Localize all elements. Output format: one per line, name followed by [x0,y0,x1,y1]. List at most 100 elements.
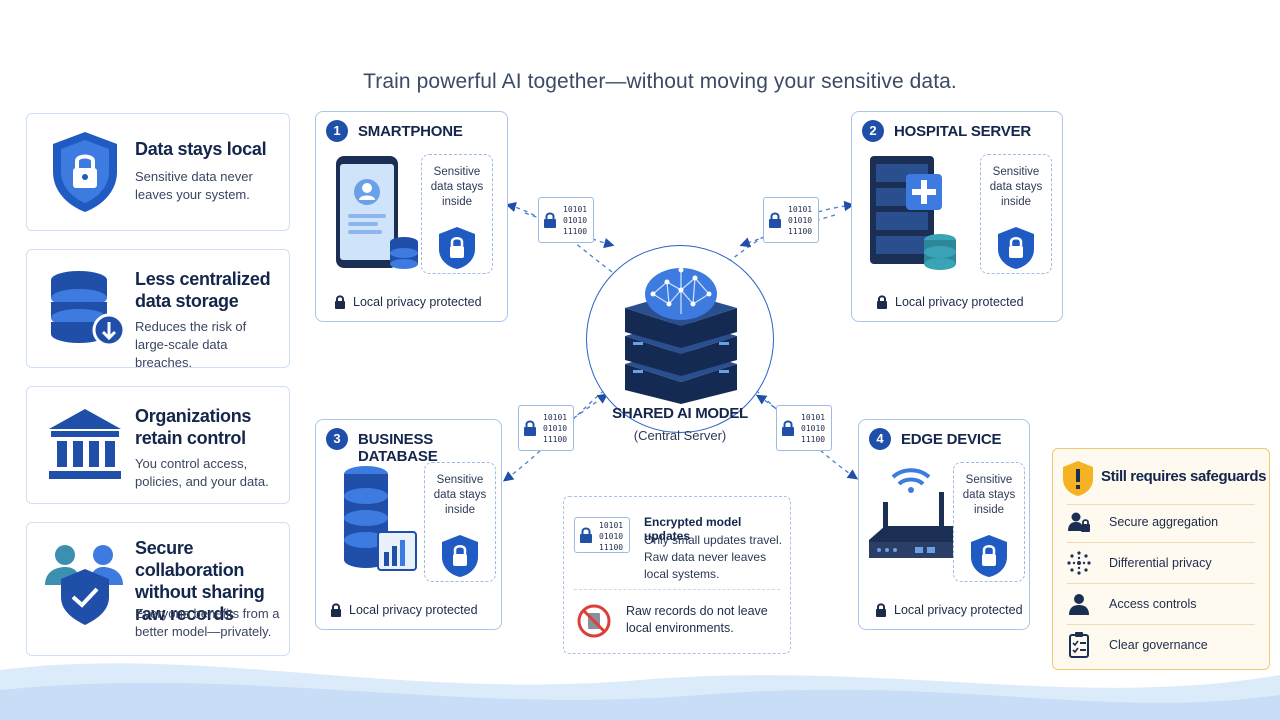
dotted-circle-icon [1067,551,1091,575]
binary-data: 10101 01010 11100 [563,205,588,236]
sensitive-data-box: Sensitive data stays inside [424,462,496,582]
lock-icon [580,527,592,543]
encrypted-updates-box: 10101 01010 11100 Encrypted model update… [563,496,791,654]
benefit-desc: Sensitive data never leaves your system. [135,169,253,202]
benefit-desc: Reduces the risk of large-scale data bre… [135,319,247,370]
divider [1067,542,1255,543]
privacy-label: Local privacy protected [353,295,482,309]
lock-icon [335,295,345,309]
sensitive-data-box: Sensitive data stays inside [980,154,1052,274]
privacy-status: Local privacy protected [330,603,478,617]
safeguard-label: Differential privacy [1109,556,1212,570]
sensitive-data-box: Sensitive data stays inside [421,154,493,274]
privacy-label: Local privacy protected [349,603,478,617]
privacy-status: Local privacy protected [334,295,482,309]
person-lock-icon [1068,512,1090,532]
shield-lock-icon [442,535,478,577]
no-records-icon [577,604,611,638]
checklist-icon [1069,632,1089,658]
database-download-icon [51,271,126,347]
router-icon [869,468,953,558]
business-database-icon [344,466,417,571]
binary-data: 10101 01010 11100 [543,413,568,444]
divider [574,589,780,590]
smartphone-icon [336,156,418,269]
node-number: 1 [326,120,348,142]
safeguard-label: Clear governance [1109,638,1208,652]
privacy-status: Local privacy protected [876,295,1024,309]
benefit-card-less-storage: Less centralized data storage Reduces th… [26,249,290,370]
safeguard-access-controls: Access controls [1067,584,1259,624]
node-hospital-server: 2 HOSPITAL SERVER Sensitive data stays i… [851,111,1063,322]
node-number: 3 [326,428,348,450]
central-server-circle [586,245,774,433]
benefit-card-data-local: Data stays local Sensitive data never le… [26,113,290,231]
node-number: 4 [869,428,891,450]
node-title: SMARTPHONE [358,123,463,140]
divider [1067,583,1255,584]
privacy-label: Local privacy protected [895,295,1024,309]
updates-desc: Only small updates travel. Raw data neve… [644,533,783,581]
node-number: 2 [862,120,884,142]
updates-title: Encrypted model updates [644,515,742,543]
safeguards-panel: Still requires safeguards Secure aggrega… [1052,448,1270,670]
node-smartphone: 1 SMARTPHONE Sensitive data stays inside… [315,111,508,322]
node-title: HOSPITAL SERVER [894,123,1032,140]
binary-data: 10101 01010 11100 [801,413,826,444]
node-title: BUSINESS DATABASE [358,431,438,465]
benefit-title: Secure collaboration without sharing raw… [135,538,265,624]
shield-lock-icon [53,132,117,212]
benefit-desc: You control access, policies, and your d… [135,456,269,489]
hospital-server-icon [870,156,956,270]
benefit-title: Less centralized data storage [135,269,271,311]
sensitive-data-label: Sensitive data stays inside [433,474,487,516]
sensitive-data-box: Sensitive data stays inside [953,462,1025,582]
binary-data: 10101 01010 11100 [788,205,813,236]
sensitive-data-label: Sensitive data stays inside [989,166,1043,208]
shield-lock-icon [971,535,1007,577]
institution-icon [49,409,121,479]
encrypted-update-chip: 10101 01010 11100 [574,517,630,553]
background-wave [0,663,1280,720]
encrypted-update-chip: 10101 01010 11100 [538,197,594,243]
binary-data: 10101 01010 11100 [599,521,624,552]
divider [1067,504,1255,505]
benefit-card-control: Organizations retain control You control… [26,386,290,504]
encrypted-update-chip: 10101 01010 11100 [763,197,819,243]
safeguard-secure-aggregation: Secure aggregation [1067,502,1259,542]
sensitive-data-label: Sensitive data stays inside [430,166,484,208]
warning-shield-icon [1063,461,1093,496]
benefit-title: Data stays local [135,139,267,159]
safeguard-label: Secure aggregation [1109,515,1219,529]
encrypted-update-chip: 10101 01010 11100 [518,405,574,451]
node-business-database: 3 BUSINESS DATABASE Sensitive data stays… [315,419,502,630]
benefit-desc: Everyone benefits from a better model—pr… [135,606,280,639]
central-model-subtitle: (Central Server) [633,428,727,443]
node-title: EDGE DEVICE [901,431,1002,448]
lock-icon [782,420,794,436]
user-icon [1069,594,1089,615]
ai-server-icon [625,267,737,404]
shield-lock-icon [998,227,1034,269]
safeguards-title: Still requires safeguards [1101,468,1267,485]
safeguard-label: Access controls [1109,597,1197,611]
central-model-title: SHARED AI MODEL [612,405,748,422]
lock-icon [876,603,886,617]
lock-icon [544,212,556,228]
divider [1067,624,1255,625]
people-shield-icon [45,545,123,625]
safeguard-clear-governance: Clear governance [1067,625,1259,665]
encrypted-update-chip: 10101 01010 11100 [776,405,832,451]
privacy-label: Local privacy protected [894,603,1023,617]
headline: Train powerful AI together—without movin… [363,70,957,93]
lock-icon [331,603,341,617]
shield-lock-icon [439,227,475,269]
lock-icon [524,420,536,436]
safeguard-differential-privacy: Differential privacy [1067,543,1259,583]
node-edge-device: 4 EDGE DEVICE Sensitive data stays insid… [858,419,1030,630]
benefit-card-collaboration: Secure collaboration without sharing raw… [26,522,290,656]
benefit-title: Organizations retain control [135,406,252,448]
lock-icon [877,295,887,309]
sensitive-data-label: Sensitive data stays inside [962,474,1016,516]
privacy-status: Local privacy protected [875,603,1023,617]
